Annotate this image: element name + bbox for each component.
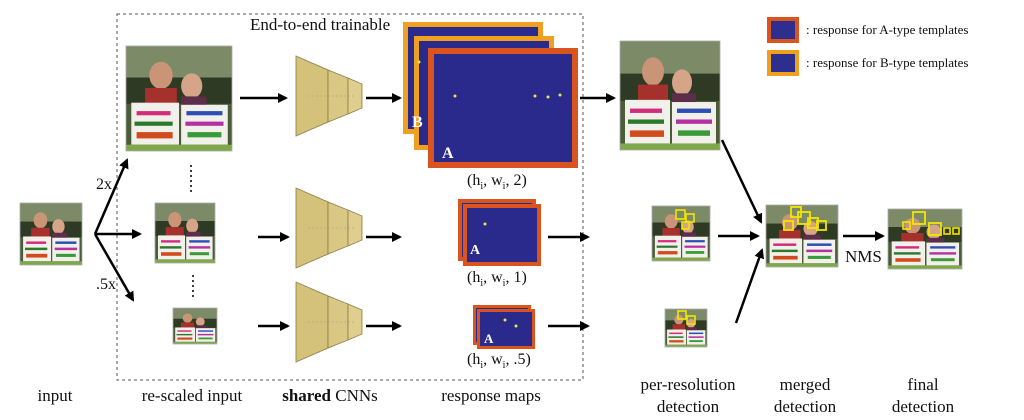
response-map-small	[473, 305, 535, 349]
map-label-b: B	[412, 114, 423, 131]
legend-swatch-a	[767, 17, 799, 43]
shape-label-half: (hi, wi, .5)	[467, 351, 531, 372]
input-to-cnn-arrows	[240, 93, 290, 331]
caption-merged-line1: merged	[779, 375, 831, 394]
trainable-region-label: End-to-end trainable	[250, 15, 391, 34]
rescaled-image-large	[125, 45, 233, 152]
nms-label: NMS	[845, 247, 882, 266]
scale-down-label: .5x	[96, 276, 116, 293]
detection-image-medium	[651, 205, 711, 262]
caption-merged: merged detection	[760, 374, 850, 418]
caption-final: final detection	[878, 374, 968, 418]
shape-label-1: (hi, wi, 1)	[467, 269, 527, 290]
map-label-a-small: A	[484, 331, 494, 346]
detection-image-small	[664, 308, 708, 348]
merged-detection-image	[765, 204, 839, 268]
shared-cnn-block-3	[295, 281, 363, 363]
cnn-to-map-arrows	[366, 93, 402, 331]
response-map-medium	[458, 199, 541, 266]
caption-final-line1: final	[907, 375, 939, 394]
caption-per-resolution: per-resolution detection	[628, 374, 748, 418]
legend-swatch-b	[767, 50, 799, 76]
vertical-dots	[190, 165, 194, 297]
output-image-large	[619, 40, 721, 151]
caption-cnns: CNNs	[331, 386, 378, 405]
trainable-region	[116, 13, 584, 381]
response-map-large	[403, 22, 578, 168]
caption-per-resolution-line1: per-resolution	[640, 375, 736, 394]
scale-arrows	[93, 158, 142, 302]
shape-label-2: (hi, wi, 2)	[467, 172, 527, 193]
rescaled-image-medium	[154, 202, 216, 264]
map-label-a-large: A	[442, 145, 454, 162]
rescaled-image-small	[172, 307, 218, 345]
legend-label-a: : response for A-type templates	[806, 22, 969, 37]
input-image	[19, 202, 83, 266]
caption-merged-line2: detection	[773, 397, 837, 416]
caption-per-resolution-line2: detection	[656, 397, 720, 416]
legend-label-b: : response for B-type templates	[806, 55, 969, 70]
final-detection-image	[887, 208, 963, 270]
caption-input: input	[37, 386, 73, 405]
caption-shared-cnns: shared CNNs	[270, 386, 390, 406]
merge-arrows	[718, 139, 765, 324]
caption-final-line2: detection	[891, 397, 955, 416]
map-label-a-medium: A	[470, 243, 481, 258]
caption-rescaled-input: re-scaled input	[141, 386, 243, 405]
caption-shared-bold: shared	[282, 386, 332, 405]
scale-up-label: 2x	[96, 176, 112, 193]
shared-cnn-block-1	[295, 55, 363, 137]
shared-cnn-block-2	[295, 187, 363, 269]
caption-response-maps: response maps	[441, 386, 541, 405]
map-to-detection-arrows	[548, 93, 616, 331]
